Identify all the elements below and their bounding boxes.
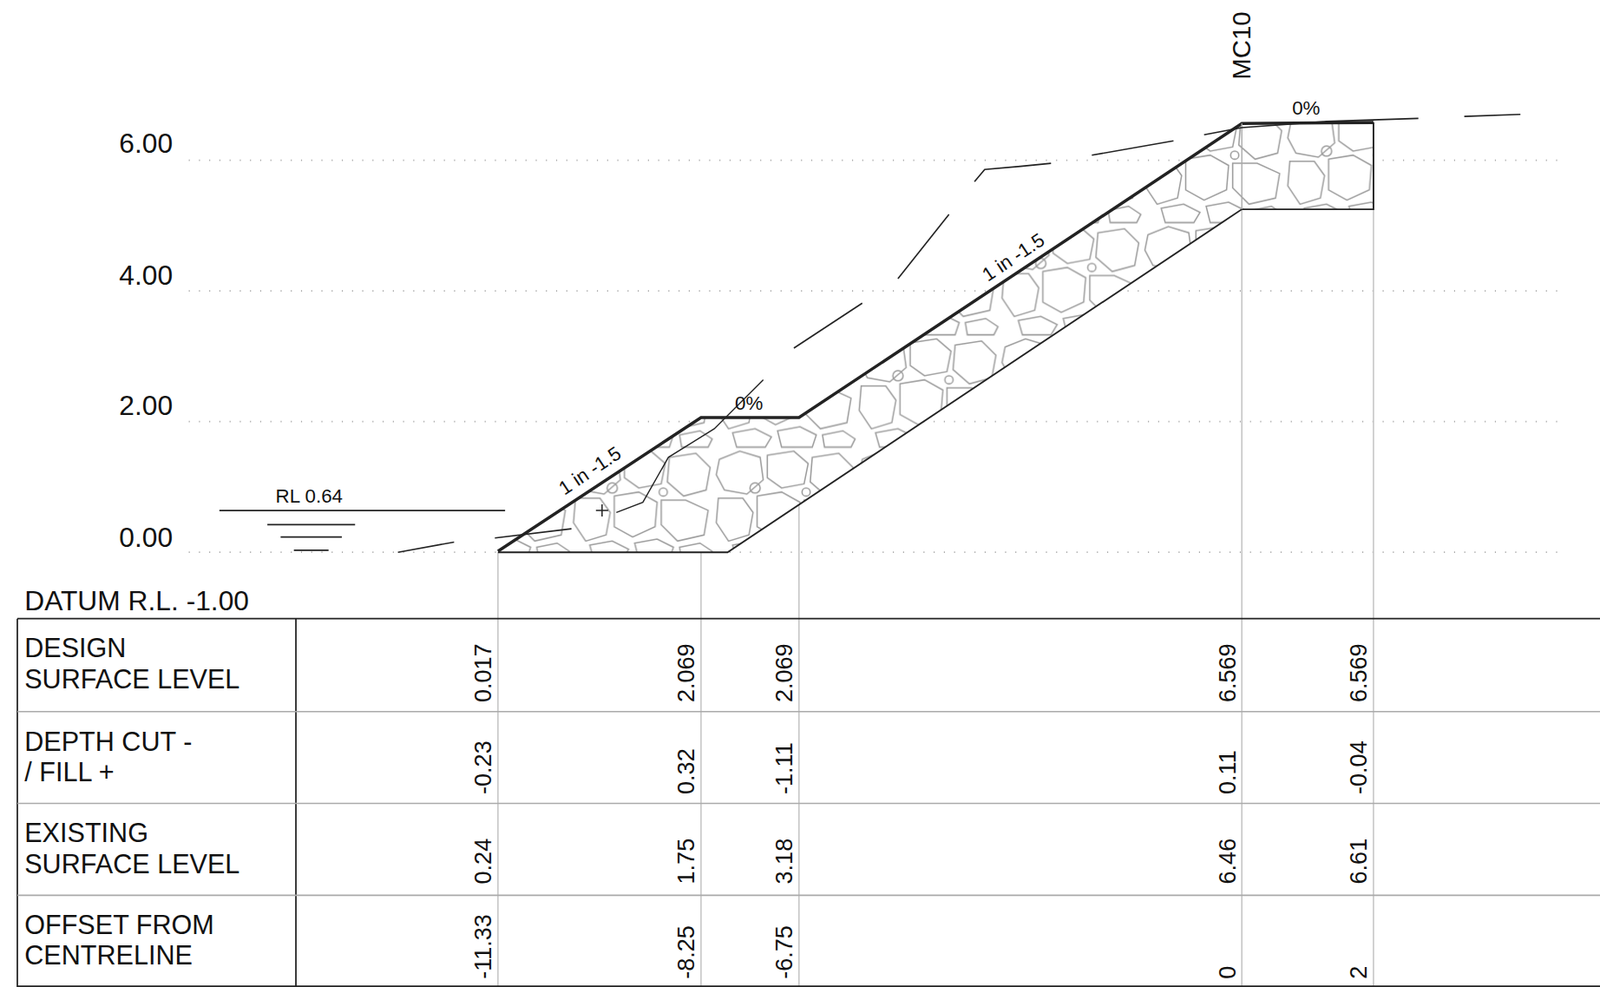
axis-value: 2.00 — [118, 392, 173, 420]
axis-value: 6.00 — [118, 130, 173, 158]
row-heading: EXISTING SURFACE LEVEL — [24, 818, 246, 879]
table-value: -0.23 — [472, 740, 496, 794]
grade-label: 0% — [1291, 98, 1320, 118]
table-value: 6.569 — [1215, 642, 1240, 702]
rock-outline — [498, 122, 1374, 552]
table-value: -1.11 — [773, 741, 797, 794]
axis-value: 0.00 — [118, 524, 173, 552]
row-heading: DEPTH CUT - / FILL + — [24, 726, 200, 787]
table-value: 0.017 — [472, 642, 496, 702]
table-value: 0.32 — [675, 747, 699, 794]
row-heading: OFFSET FROM CENTRELINE — [24, 910, 284, 971]
axis-value: 4.00 — [118, 262, 173, 290]
chainage-label: MC10 — [1229, 11, 1255, 79]
table-value: -0.04 — [1347, 740, 1371, 794]
water-level-label: RL 0.64 — [275, 485, 343, 505]
table-value: 3.18 — [773, 838, 797, 885]
table-value: 2 — [1347, 965, 1371, 979]
table-value: 6.569 — [1347, 642, 1371, 702]
grid-lines — [189, 160, 1562, 553]
chainage-leaders — [498, 122, 1374, 987]
table-value: 2.069 — [773, 642, 797, 702]
table-value: -11.33 — [472, 913, 496, 979]
table-value: 6.61 — [1347, 838, 1371, 885]
table-value: 0 — [1215, 965, 1240, 979]
table-row-lines — [17, 711, 1600, 896]
table-value: 6.46 — [1215, 838, 1240, 885]
table-value: 0.11 — [1215, 749, 1240, 794]
grade-label: 0% — [734, 393, 763, 413]
existing-surface — [398, 114, 1522, 553]
rock-fill — [489, 111, 1388, 561]
data-table — [17, 618, 1600, 987]
table-value: -6.75 — [773, 924, 797, 979]
water-level-symbol — [219, 510, 505, 551]
table-value: -8.25 — [675, 924, 699, 979]
datum-label: DATUM R.L. -1.00 — [24, 587, 250, 616]
row-heading: DESIGN SURFACE LEVEL — [24, 633, 246, 695]
table-value: 1.75 — [675, 838, 699, 885]
table-value: 0.24 — [472, 838, 496, 885]
table-value: 2.069 — [675, 642, 699, 702]
